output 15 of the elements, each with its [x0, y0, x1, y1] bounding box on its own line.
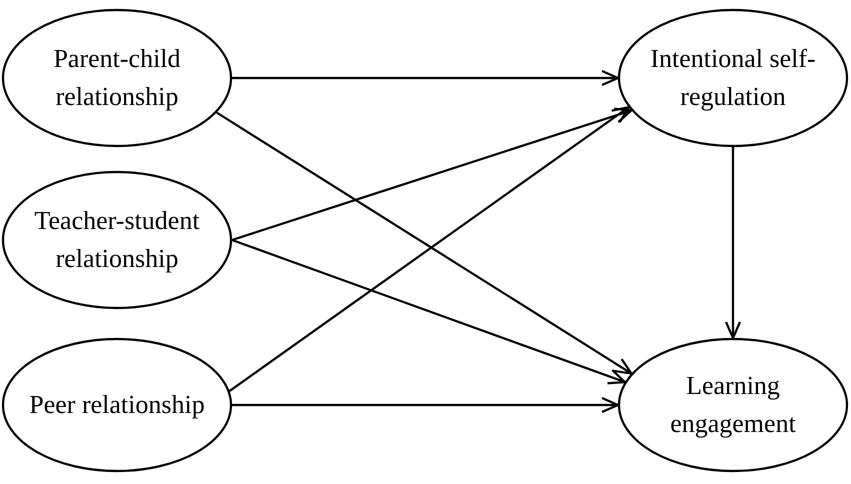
- arrow: [232, 70, 620, 86]
- ellipse-node: [618, 338, 848, 472]
- node-label: Parent-child relationship: [52, 43, 182, 113]
- node-label: Peer relationship: [29, 389, 205, 421]
- node-label: Learning engagement: [669, 370, 797, 440]
- ellipse-node: [2, 171, 232, 309]
- ellipse-node: [2, 338, 232, 472]
- ellipse-node: [2, 9, 232, 147]
- ellipse-node: [618, 9, 848, 147]
- arrow: [724, 147, 742, 340]
- arrow: [232, 238, 626, 384]
- node-label: Intentional self-regulation: [649, 43, 817, 113]
- node-label: Teacher-student relationship: [33, 205, 201, 275]
- arrow: [232, 108, 633, 242]
- arrow: [232, 396, 620, 414]
